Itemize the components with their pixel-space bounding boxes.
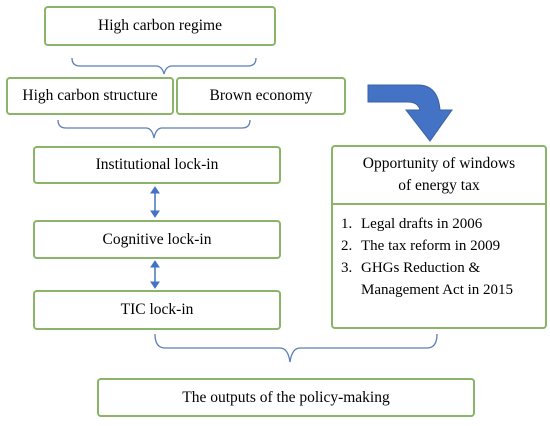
- double-arrow-2: [150, 260, 160, 289]
- cognitive-lockin-box: Cognitive lock-in: [33, 220, 281, 259]
- list-item-number: 1.: [341, 216, 353, 232]
- list-item-number: 2.: [341, 238, 353, 254]
- brace-structure: [57, 119, 251, 139]
- list-item: 2. The tax reform in 2009: [341, 235, 545, 257]
- tic-lockin-label: TIC lock-in: [120, 301, 194, 318]
- brown-economy-label: Brown economy: [209, 87, 313, 104]
- brace-outputs: [154, 333, 438, 363]
- double-arrow-1: [150, 186, 160, 218]
- list-item-text: GHGs Reduction & Management Act in 2015: [361, 260, 514, 298]
- list-item-number: 3.: [341, 260, 353, 276]
- high-carbon-structure-label: High carbon structure: [22, 87, 158, 104]
- opportunity-title-line1: Opportunity of windows: [362, 155, 516, 172]
- outputs-label: The outputs of the policy-making: [182, 388, 390, 406]
- high-carbon-regime-box: High carbon regime: [44, 6, 276, 46]
- tic-lockin-box: TIC lock-in: [33, 290, 281, 330]
- list-item-text: The tax reform in 2009: [361, 238, 501, 254]
- list-item: 1. Legal drafts in 2006: [341, 213, 545, 235]
- brace-regime: [71, 57, 257, 75]
- opportunity-box: Opportunity of windows of energy tax 1. …: [331, 145, 547, 329]
- opportunity-list: 1. Legal drafts in 2006 2. The tax refor…: [333, 205, 545, 301]
- list-item: 3. GHGs Reduction & Management Act in 20…: [341, 257, 545, 301]
- outputs-box: The outputs of the policy-making: [97, 378, 475, 417]
- institutional-lockin-label: Institutional lock-in: [95, 156, 219, 173]
- cognitive-lockin-label: Cognitive lock-in: [102, 230, 212, 248]
- institutional-lockin-box: Institutional lock-in: [33, 146, 281, 184]
- high-carbon-structure-box: High carbon structure: [6, 77, 174, 115]
- opportunity-title-line2: of energy tax: [398, 177, 480, 194]
- list-item-text: Legal drafts in 2006: [361, 216, 483, 232]
- curved-arrow-icon: [367, 84, 453, 142]
- opportunity-header: Opportunity of windows of energy tax: [333, 147, 545, 205]
- high-carbon-regime-label: High carbon regime: [98, 17, 222, 34]
- brown-economy-box: Brown economy: [176, 77, 346, 115]
